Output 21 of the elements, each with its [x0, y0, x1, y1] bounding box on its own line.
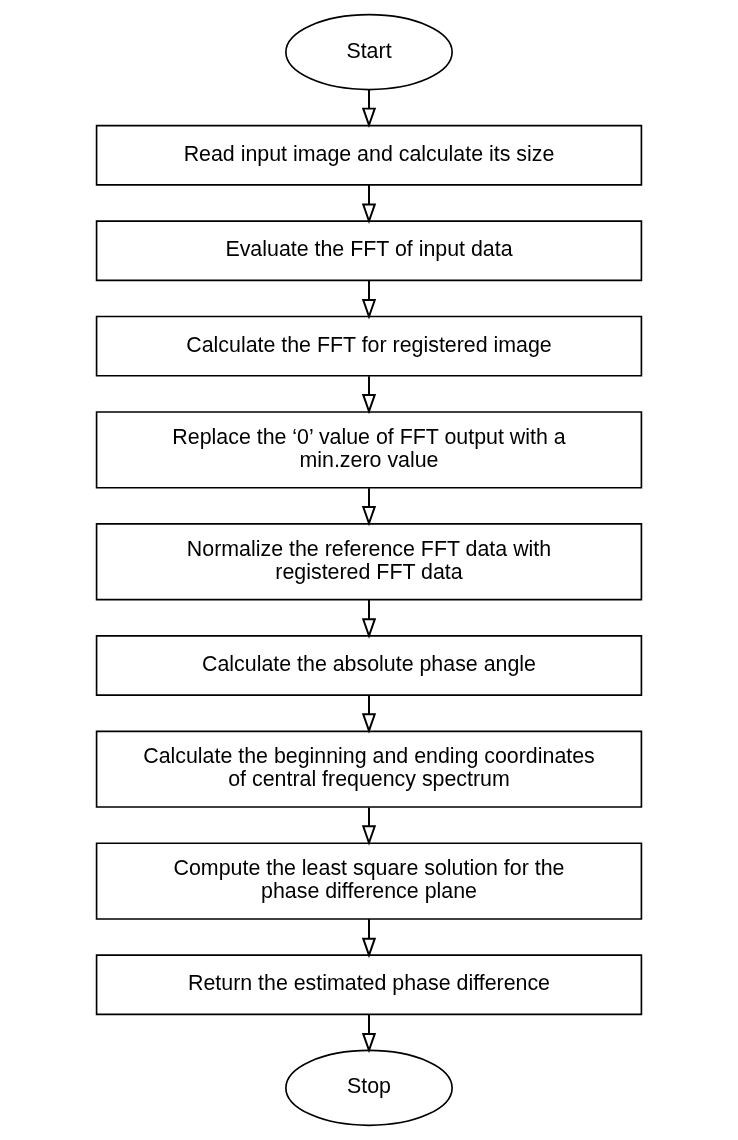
node-box: Calculate the absolute phase angle	[95, 635, 643, 696]
arrow	[361, 694, 377, 734]
node-box: Normalize the reference FFT data with registered FFT data	[95, 523, 643, 601]
node-box: Calculate the FFT for registered image	[95, 315, 643, 377]
arrow	[361, 375, 377, 415]
node-box: Return the estimated phase difference	[95, 954, 643, 1016]
node-ellipse: Start	[285, 13, 453, 91]
node-ellipse: Stop	[285, 1049, 453, 1127]
arrow	[361, 806, 377, 846]
node-box: Replace the ‘0’ value of FFT output with a min.zero value	[95, 411, 643, 489]
arrow	[361, 918, 377, 959]
arrow	[361, 1013, 377, 1054]
arrow	[361, 279, 377, 320]
node-box: Evaluate the FFT of input data	[95, 220, 643, 282]
arrow	[361, 184, 377, 225]
arrow	[361, 487, 377, 527]
node-box: Compute the least square solution for the phase difference plane	[95, 842, 643, 920]
arrow	[361, 88, 377, 129]
arrow	[361, 598, 377, 639]
node-box: Read input image and calculate its size	[95, 124, 643, 186]
node-box: Calculate the beginning and ending coordinates of central frequency spectrum	[95, 730, 643, 808]
